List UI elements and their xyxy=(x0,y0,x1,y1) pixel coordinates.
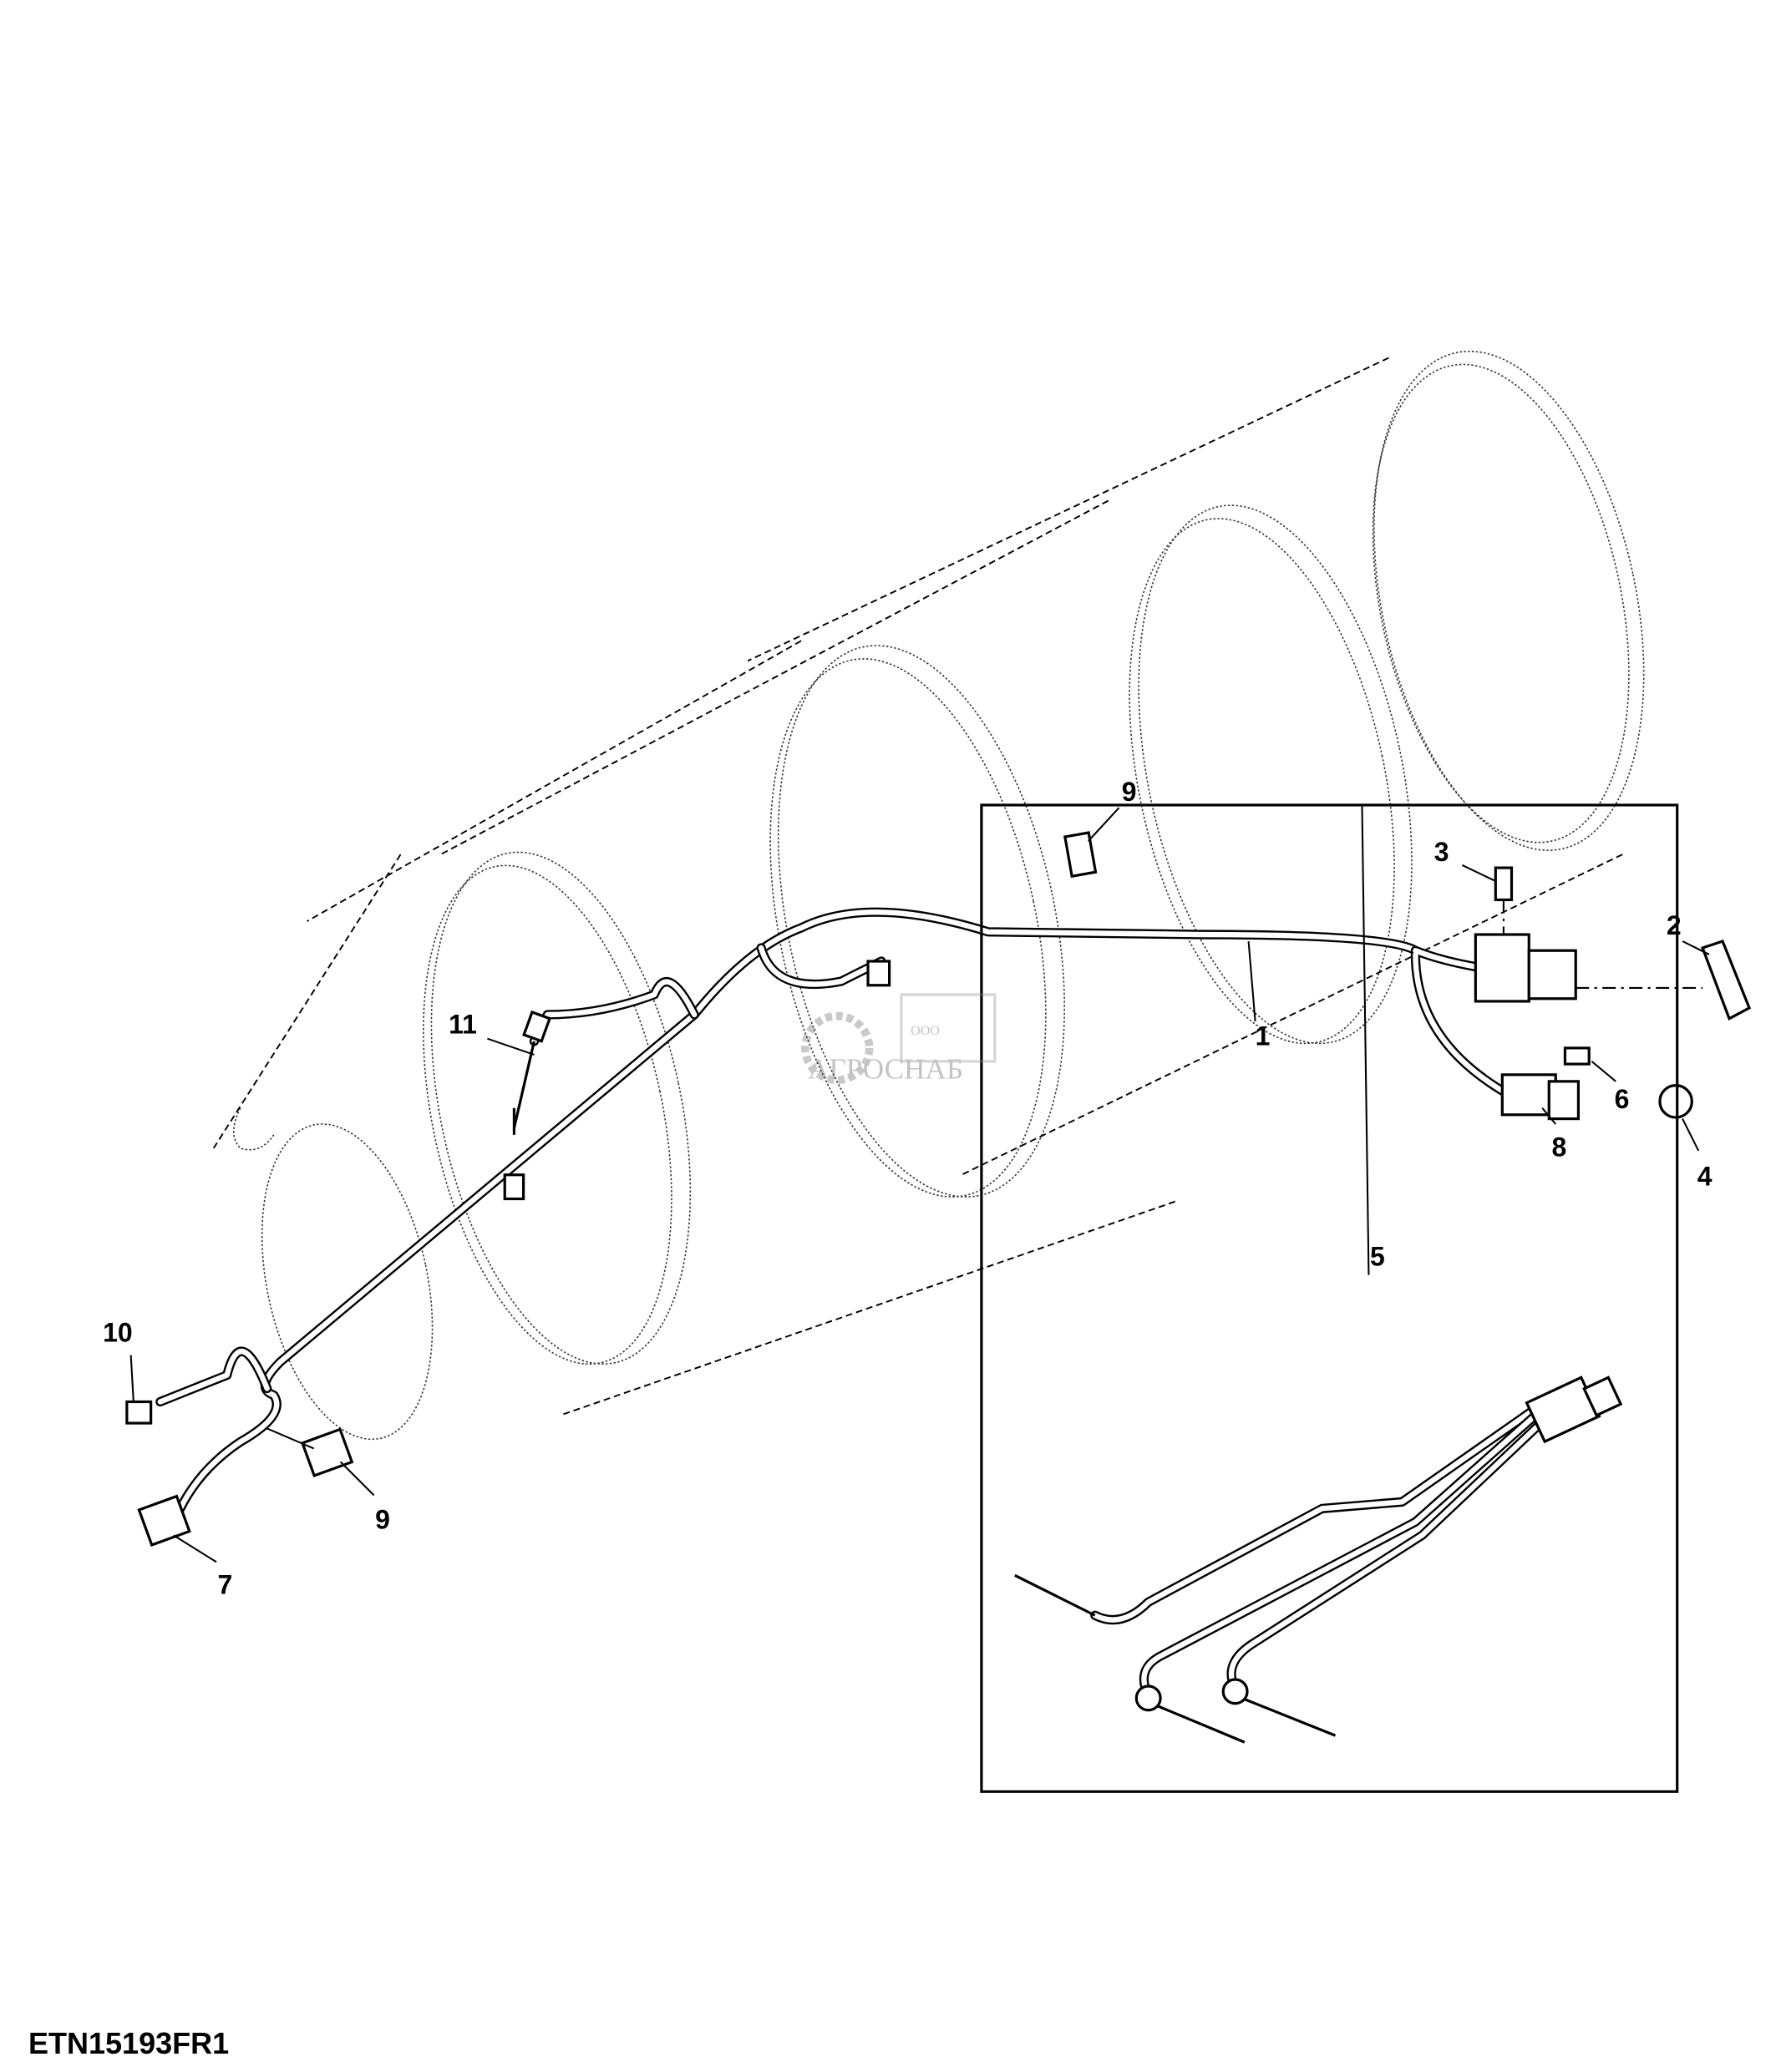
callout-11: 11 xyxy=(449,1009,477,1039)
callout-6: 6 xyxy=(1615,1084,1630,1114)
svg-text:ООО: ООО xyxy=(911,1024,940,1038)
callouts: 9 3 2 11 1 6 8 4 5 10 9 7 xyxy=(103,777,1713,1600)
callout-3: 3 xyxy=(1434,837,1449,867)
aftertreatment-outline xyxy=(212,350,1645,1441)
svg-text:АГРОСНАБ: АГРОСНАБ xyxy=(808,1053,963,1086)
callout-5: 5 xyxy=(1370,1241,1385,1271)
callout-9-bottom: 9 xyxy=(375,1504,390,1534)
callout-2: 2 xyxy=(1667,910,1682,940)
watermark-logo: ООО АГРОСНАБ xyxy=(801,993,997,1086)
wiring-harness xyxy=(125,831,1752,1548)
leader-lines xyxy=(129,804,1710,1563)
callout-10: 10 xyxy=(103,1318,133,1348)
figure-id: ETN15193FR1 xyxy=(28,2026,230,2060)
callout-4: 4 xyxy=(1697,1162,1713,1192)
callout-9-top: 9 xyxy=(1122,777,1137,807)
callout-8: 8 xyxy=(1551,1132,1566,1162)
callout-7: 7 xyxy=(218,1570,233,1600)
callout-1: 1 xyxy=(1256,1021,1271,1051)
inset-sensor-kit xyxy=(980,803,1679,1793)
